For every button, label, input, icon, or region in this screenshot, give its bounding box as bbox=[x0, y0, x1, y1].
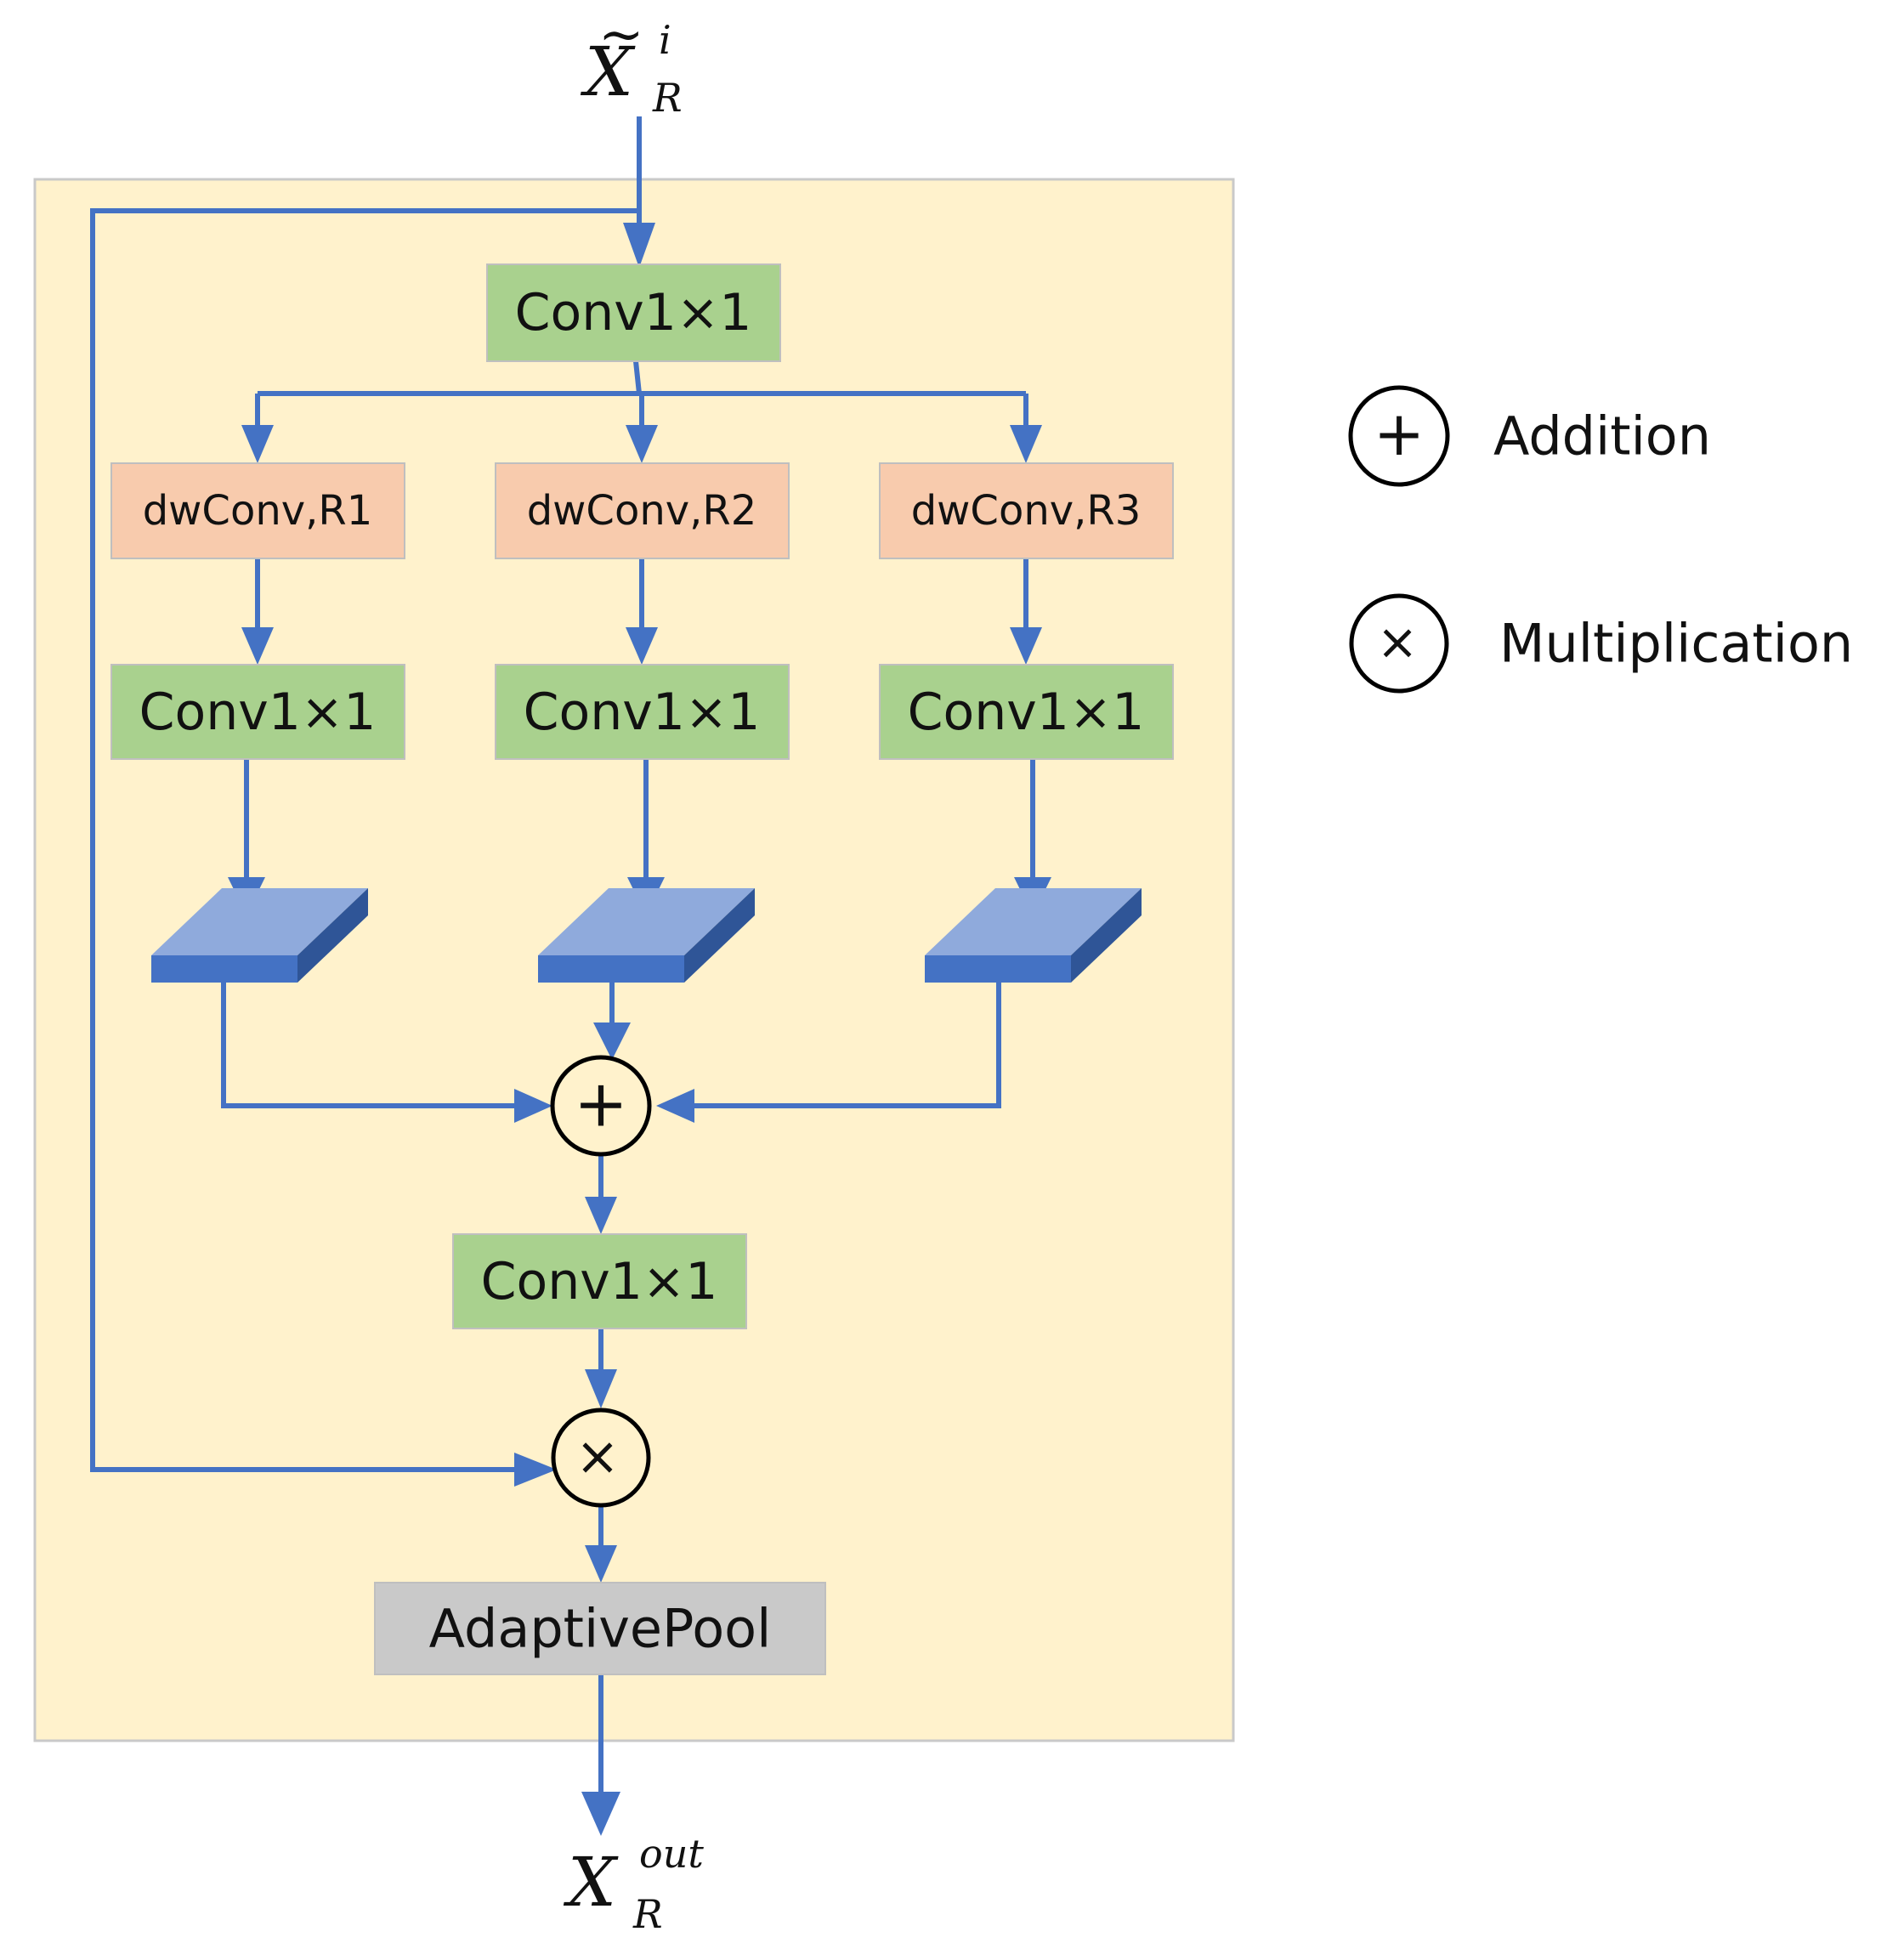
conv-branch-1-label: Conv1×1 bbox=[139, 683, 377, 742]
arrowhead bbox=[623, 223, 655, 268]
input-label: X ~ i R bbox=[580, 3, 683, 121]
input-label-base: X bbox=[580, 32, 636, 111]
dwconv-r2-block: dwConv,R2 bbox=[495, 462, 790, 559]
arrowhead bbox=[1010, 425, 1042, 463]
legend: + Addition × Multiplication bbox=[1348, 385, 1853, 694]
arrowhead bbox=[581, 1792, 620, 1836]
conv-top-label: Conv1×1 bbox=[515, 283, 752, 343]
adaptive-pool-block: AdaptivePool bbox=[374, 1582, 826, 1675]
feature-map-3 bbox=[925, 888, 1142, 983]
dwconv-r2-label: dwConv,R2 bbox=[527, 487, 757, 535]
arrowhead bbox=[585, 1369, 617, 1408]
dwconv-r3-block: dwConv,R3 bbox=[879, 462, 1174, 559]
arrow-split bbox=[633, 360, 642, 394]
conv-branch-2-block: Conv1×1 bbox=[495, 664, 790, 760]
feature-map-2 bbox=[538, 888, 755, 983]
legend-multiplication-label: Multiplication bbox=[1499, 613, 1853, 675]
output-label-sub: R bbox=[632, 1891, 663, 1937]
arrowhead bbox=[585, 1545, 617, 1583]
dwconv-r1-block: dwConv,R1 bbox=[110, 462, 405, 559]
legend-addition-symbol: + bbox=[1374, 398, 1425, 469]
legend-multiplication-icon bbox=[1349, 593, 1449, 694]
multiplication-symbol: × bbox=[575, 1425, 620, 1487]
conv-top-block: Conv1×1 bbox=[486, 263, 781, 362]
legend-addition-icon bbox=[1348, 385, 1450, 487]
conv-branch-3-label: Conv1×1 bbox=[908, 683, 1145, 742]
conv-fuse-label: Conv1×1 bbox=[481, 1252, 718, 1311]
output-label-sup: out bbox=[639, 1831, 704, 1877]
connectors bbox=[90, 116, 1051, 1836]
arrowhead bbox=[1010, 627, 1042, 665]
input-label-sup: i bbox=[659, 17, 671, 63]
arrow-skip-connection bbox=[90, 208, 639, 1472]
output-label-base: X bbox=[563, 1843, 619, 1922]
dwconv-r1-label: dwConv,R1 bbox=[143, 487, 373, 535]
arrowhead bbox=[241, 627, 274, 665]
arrowhead bbox=[593, 1022, 631, 1060]
legend-addition-label: Addition bbox=[1493, 405, 1711, 467]
addition-operator: + bbox=[550, 1055, 652, 1157]
arrowhead bbox=[241, 425, 274, 463]
conv-branch-1-block: Conv1×1 bbox=[110, 664, 405, 760]
feature-map-1 bbox=[151, 888, 368, 983]
conv-fuse-block: Conv1×1 bbox=[452, 1233, 747, 1329]
arrowhead bbox=[626, 627, 658, 665]
multiplication-operator: × bbox=[551, 1408, 651, 1508]
arrowhead bbox=[656, 1089, 694, 1123]
addition-symbol: + bbox=[574, 1066, 628, 1141]
arrow-slab3-to-add bbox=[693, 983, 1001, 1108]
arrowhead bbox=[514, 1089, 552, 1123]
arrowhead bbox=[626, 425, 658, 463]
legend-item-addition: + Addition bbox=[1348, 385, 1711, 487]
arrowhead bbox=[585, 1197, 617, 1234]
dwconv-r3-label: dwConv,R3 bbox=[911, 487, 1142, 535]
conv-branch-2-label: Conv1×1 bbox=[524, 683, 761, 742]
legend-multiplication-symbol: × bbox=[1377, 613, 1419, 671]
input-label-sub: R bbox=[652, 75, 683, 121]
legend-item-multiplication: × Multiplication bbox=[1349, 593, 1853, 694]
conv-branch-3-block: Conv1×1 bbox=[879, 664, 1174, 760]
adaptive-pool-label: AdaptivePool bbox=[429, 1598, 772, 1660]
output-label: X out R bbox=[563, 1831, 704, 1937]
arrowhead bbox=[514, 1453, 557, 1487]
input-label-tilde: ~ bbox=[598, 3, 644, 66]
arrow-slab1-to-add bbox=[221, 983, 518, 1108]
